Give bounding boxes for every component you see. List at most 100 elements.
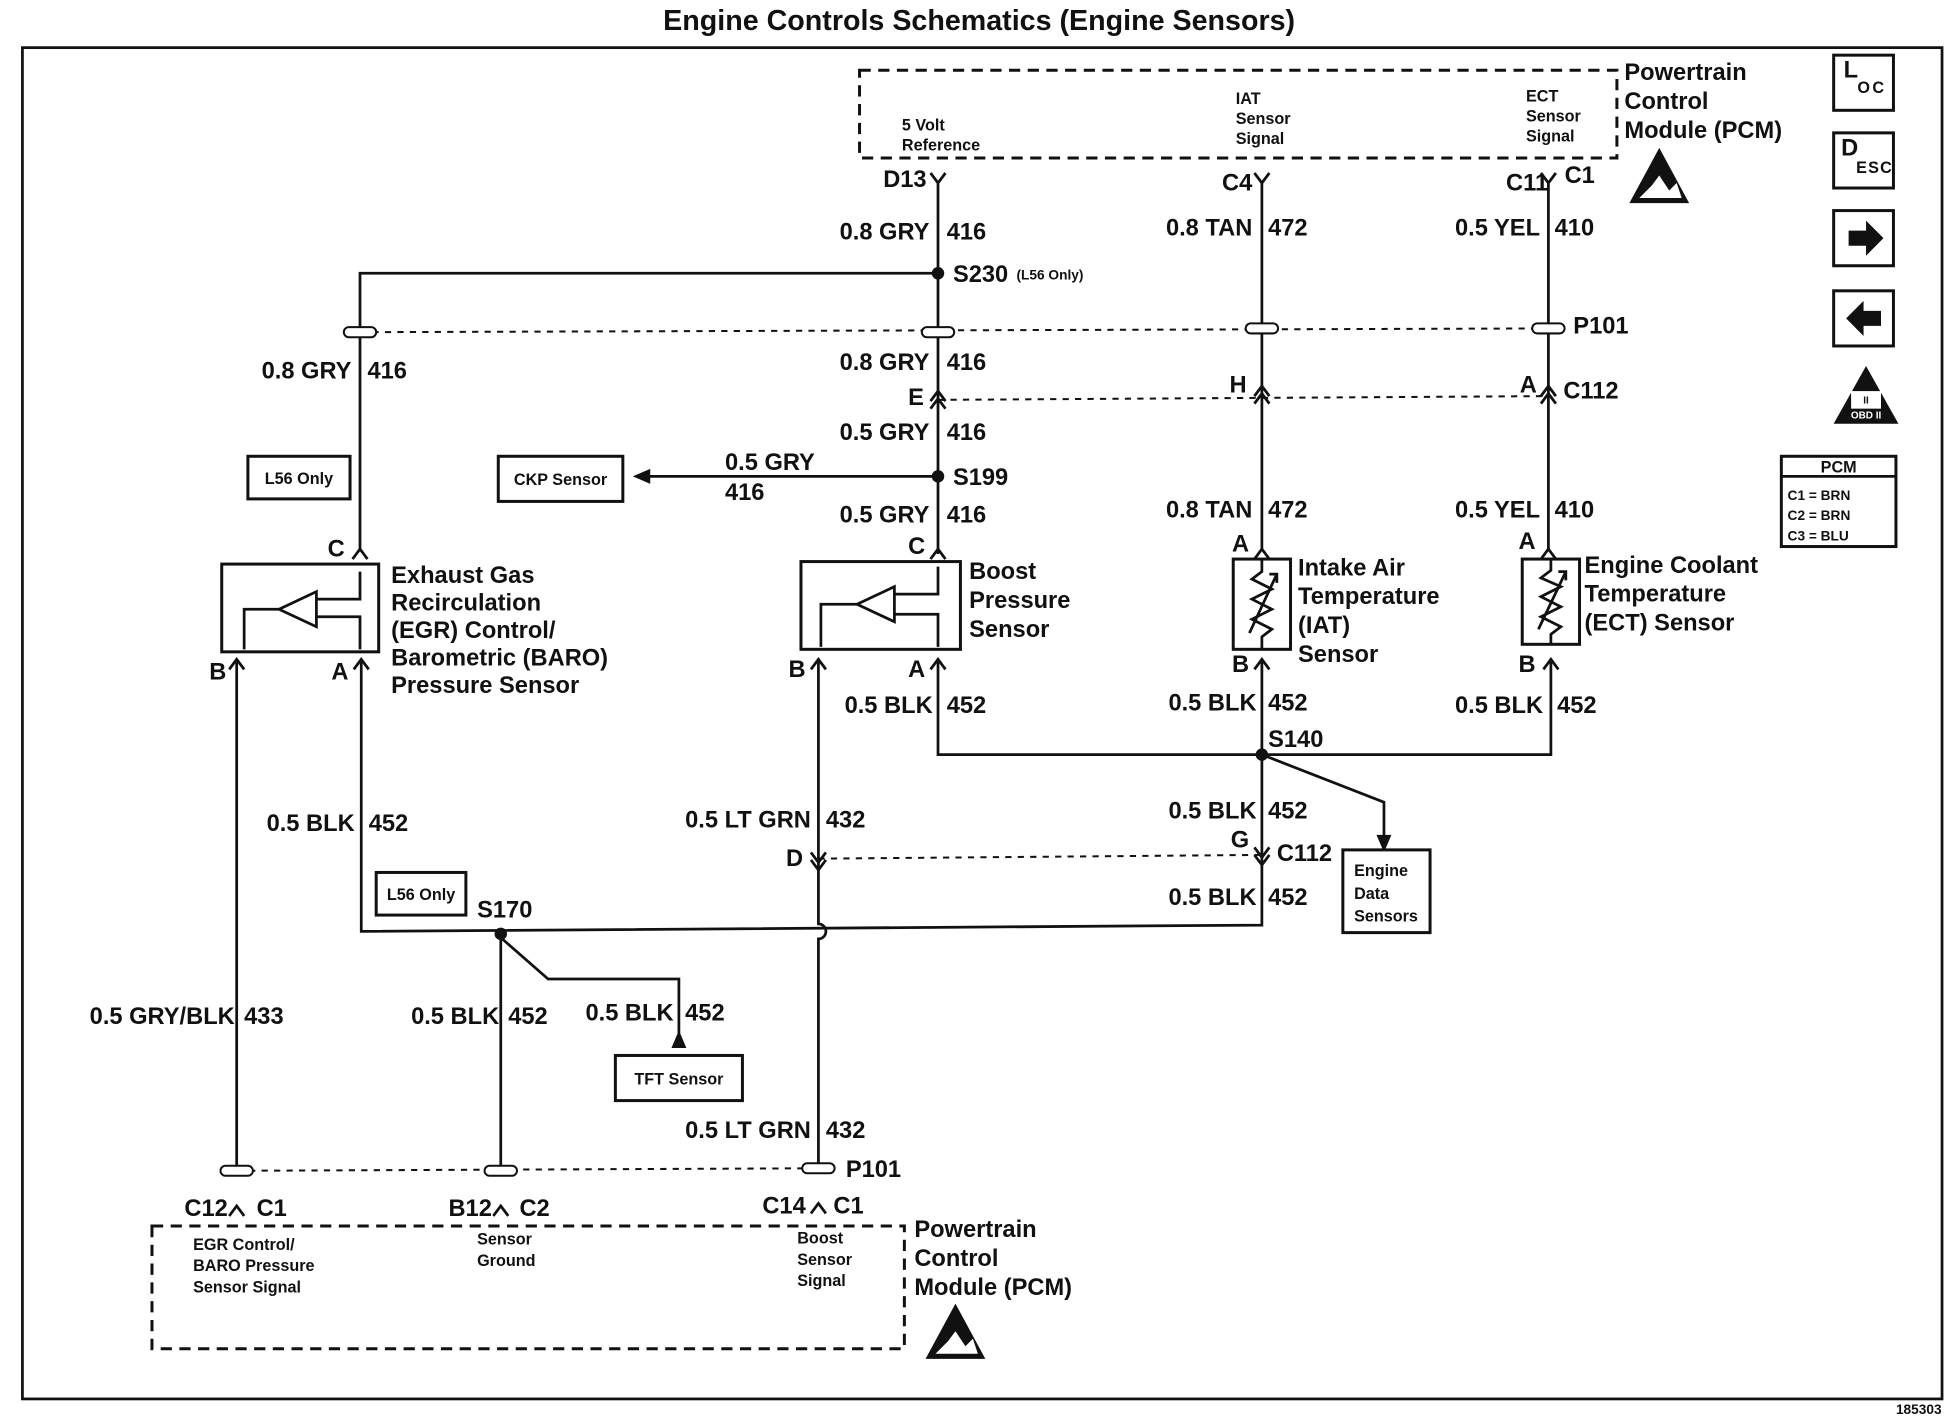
- svg-text:L: L: [1844, 58, 1858, 84]
- svg-text:416: 416: [725, 480, 764, 506]
- svg-text:452: 452: [1557, 693, 1596, 719]
- svg-text:452: 452: [1268, 691, 1307, 717]
- svg-text:C3 = BLU: C3 = BLU: [1788, 528, 1849, 543]
- pin-a-iat: A: [1232, 531, 1249, 557]
- wire-452-engine-data: [1261, 753, 1386, 843]
- svg-text:L56 Only: L56 Only: [387, 886, 455, 904]
- tft-sensor-box: TFT Sensor: [613, 1053, 744, 1103]
- splice-s140: [1255, 748, 1269, 761]
- svg-text:452: 452: [508, 1004, 547, 1030]
- svg-text:C1 = BRN: C1 = BRN: [1788, 488, 1851, 503]
- svg-text:D: D: [1841, 135, 1858, 161]
- pin-b-egr: B: [209, 659, 226, 685]
- splice-s170: [494, 927, 507, 941]
- wire-label-432-a: 0.5 LT GRN: [685, 807, 811, 833]
- pin-c12: C12: [184, 1196, 227, 1222]
- wire-label-452-s170: 0.5 BLK: [411, 1004, 499, 1030]
- svg-text:L56 Only: L56 Only: [265, 470, 333, 488]
- svg-text:C2 = BRN: C2 = BRN: [1788, 508, 1851, 523]
- figure-id: 185303: [1896, 1402, 1942, 1417]
- svg-text:452: 452: [1268, 798, 1307, 824]
- l56-only-box-top: L56 Only: [246, 454, 352, 501]
- left-arrow-icon[interactable]: [1832, 289, 1895, 348]
- svg-text:CKP Sensor: CKP Sensor: [514, 471, 608, 489]
- obd-ii-icon: II OBD II: [1833, 366, 1899, 424]
- svg-text:C2: C2: [519, 1196, 549, 1222]
- wire-label-452-c112: 0.5 BLK: [1168, 885, 1256, 911]
- right-arrow-icon[interactable]: [1832, 209, 1895, 268]
- pin-a-c112: A: [1520, 372, 1537, 398]
- esd-warning-icon: [925, 1303, 986, 1359]
- wire-label-452-iat: 0.5 BLK: [1168, 691, 1256, 717]
- pin-h: H: [1229, 372, 1246, 398]
- svg-text:416: 416: [947, 503, 986, 529]
- svg-text:II: II: [1863, 396, 1869, 407]
- wire-label-452-tft: 0.5 BLK: [585, 1000, 673, 1026]
- connector-label-p101-top: P101: [1573, 313, 1628, 339]
- svg-text:OC: OC: [1857, 79, 1886, 97]
- svg-text:416: 416: [367, 359, 406, 385]
- wire-452-ground: [359, 661, 1553, 933]
- wire-label-416-ckp: 0.5 GRY: [725, 450, 815, 476]
- esd-warning-icon: [1629, 147, 1690, 204]
- connector-label-c112-mid: C112: [1277, 841, 1332, 867]
- pin-g: G: [1231, 827, 1249, 853]
- connector-label-c112-top: C112: [1563, 379, 1618, 405]
- pin-c-boost: C: [908, 534, 925, 560]
- wire-label-416-b: 0.8 GRY: [840, 350, 930, 376]
- svg-text:416: 416: [947, 350, 986, 376]
- wire-label-416-egr: 0.8 GRY: [262, 359, 352, 385]
- l56-only-box-bottom: L56 Only: [374, 870, 468, 917]
- svg-text:416: 416: [947, 219, 986, 245]
- wire-label-433: 0.5 GRY/BLK: [90, 1004, 235, 1030]
- pin-a-ect: A: [1518, 529, 1535, 555]
- svg-text:OBD II: OBD II: [1851, 411, 1882, 422]
- svg-text:C1: C1: [833, 1193, 863, 1219]
- pcm-bottom: C12 C1 B12 C2 C14 C1 EGR Control/BARO Pr…: [150, 1193, 1072, 1359]
- wire-452-s170: [499, 931, 681, 1166]
- wire-416-s230-branch: [358, 271, 939, 552]
- svg-text:452: 452: [685, 1000, 724, 1026]
- pcm-top-box: [858, 68, 1619, 160]
- wire-label-416-c: 0.5 GRY: [840, 420, 930, 446]
- svg-text:432: 432: [826, 807, 865, 833]
- splice-s230: [931, 267, 945, 280]
- pin-e: E: [908, 385, 924, 411]
- wire-label-432-b: 0.5 LT GRN: [685, 1118, 811, 1144]
- wire-label-452-egr: 0.5 BLK: [267, 811, 355, 837]
- loc-icon[interactable]: L OC: [1832, 53, 1895, 112]
- pin-a-egr: A: [331, 659, 348, 685]
- pin-d: D: [786, 846, 803, 872]
- pin-b-boost: B: [789, 657, 806, 683]
- wire-label-472-b: 0.8 TAN: [1166, 498, 1252, 524]
- page-title: Engine Controls Schematics (Engine Senso…: [663, 5, 1295, 37]
- svg-text:432: 432: [826, 1118, 865, 1144]
- desc-icon[interactable]: D ESC: [1832, 131, 1895, 190]
- splice-s199: [931, 470, 945, 483]
- wire-label-452-boost: 0.5 BLK: [845, 693, 933, 719]
- svg-text:472: 472: [1268, 216, 1307, 242]
- p101-connectors: [219, 322, 1566, 1177]
- wire-label-410-b: 0.5 YEL: [1455, 498, 1540, 524]
- wire-label-416-d: 0.5 GRY: [840, 503, 930, 529]
- pcm-bottom-box: [150, 1224, 906, 1351]
- wire-label-410-a: 0.5 YEL: [1455, 216, 1540, 242]
- ckp-sensor-box: CKP Sensor: [496, 454, 625, 503]
- svg-text:472: 472: [1268, 498, 1307, 524]
- svg-text:452: 452: [369, 811, 408, 837]
